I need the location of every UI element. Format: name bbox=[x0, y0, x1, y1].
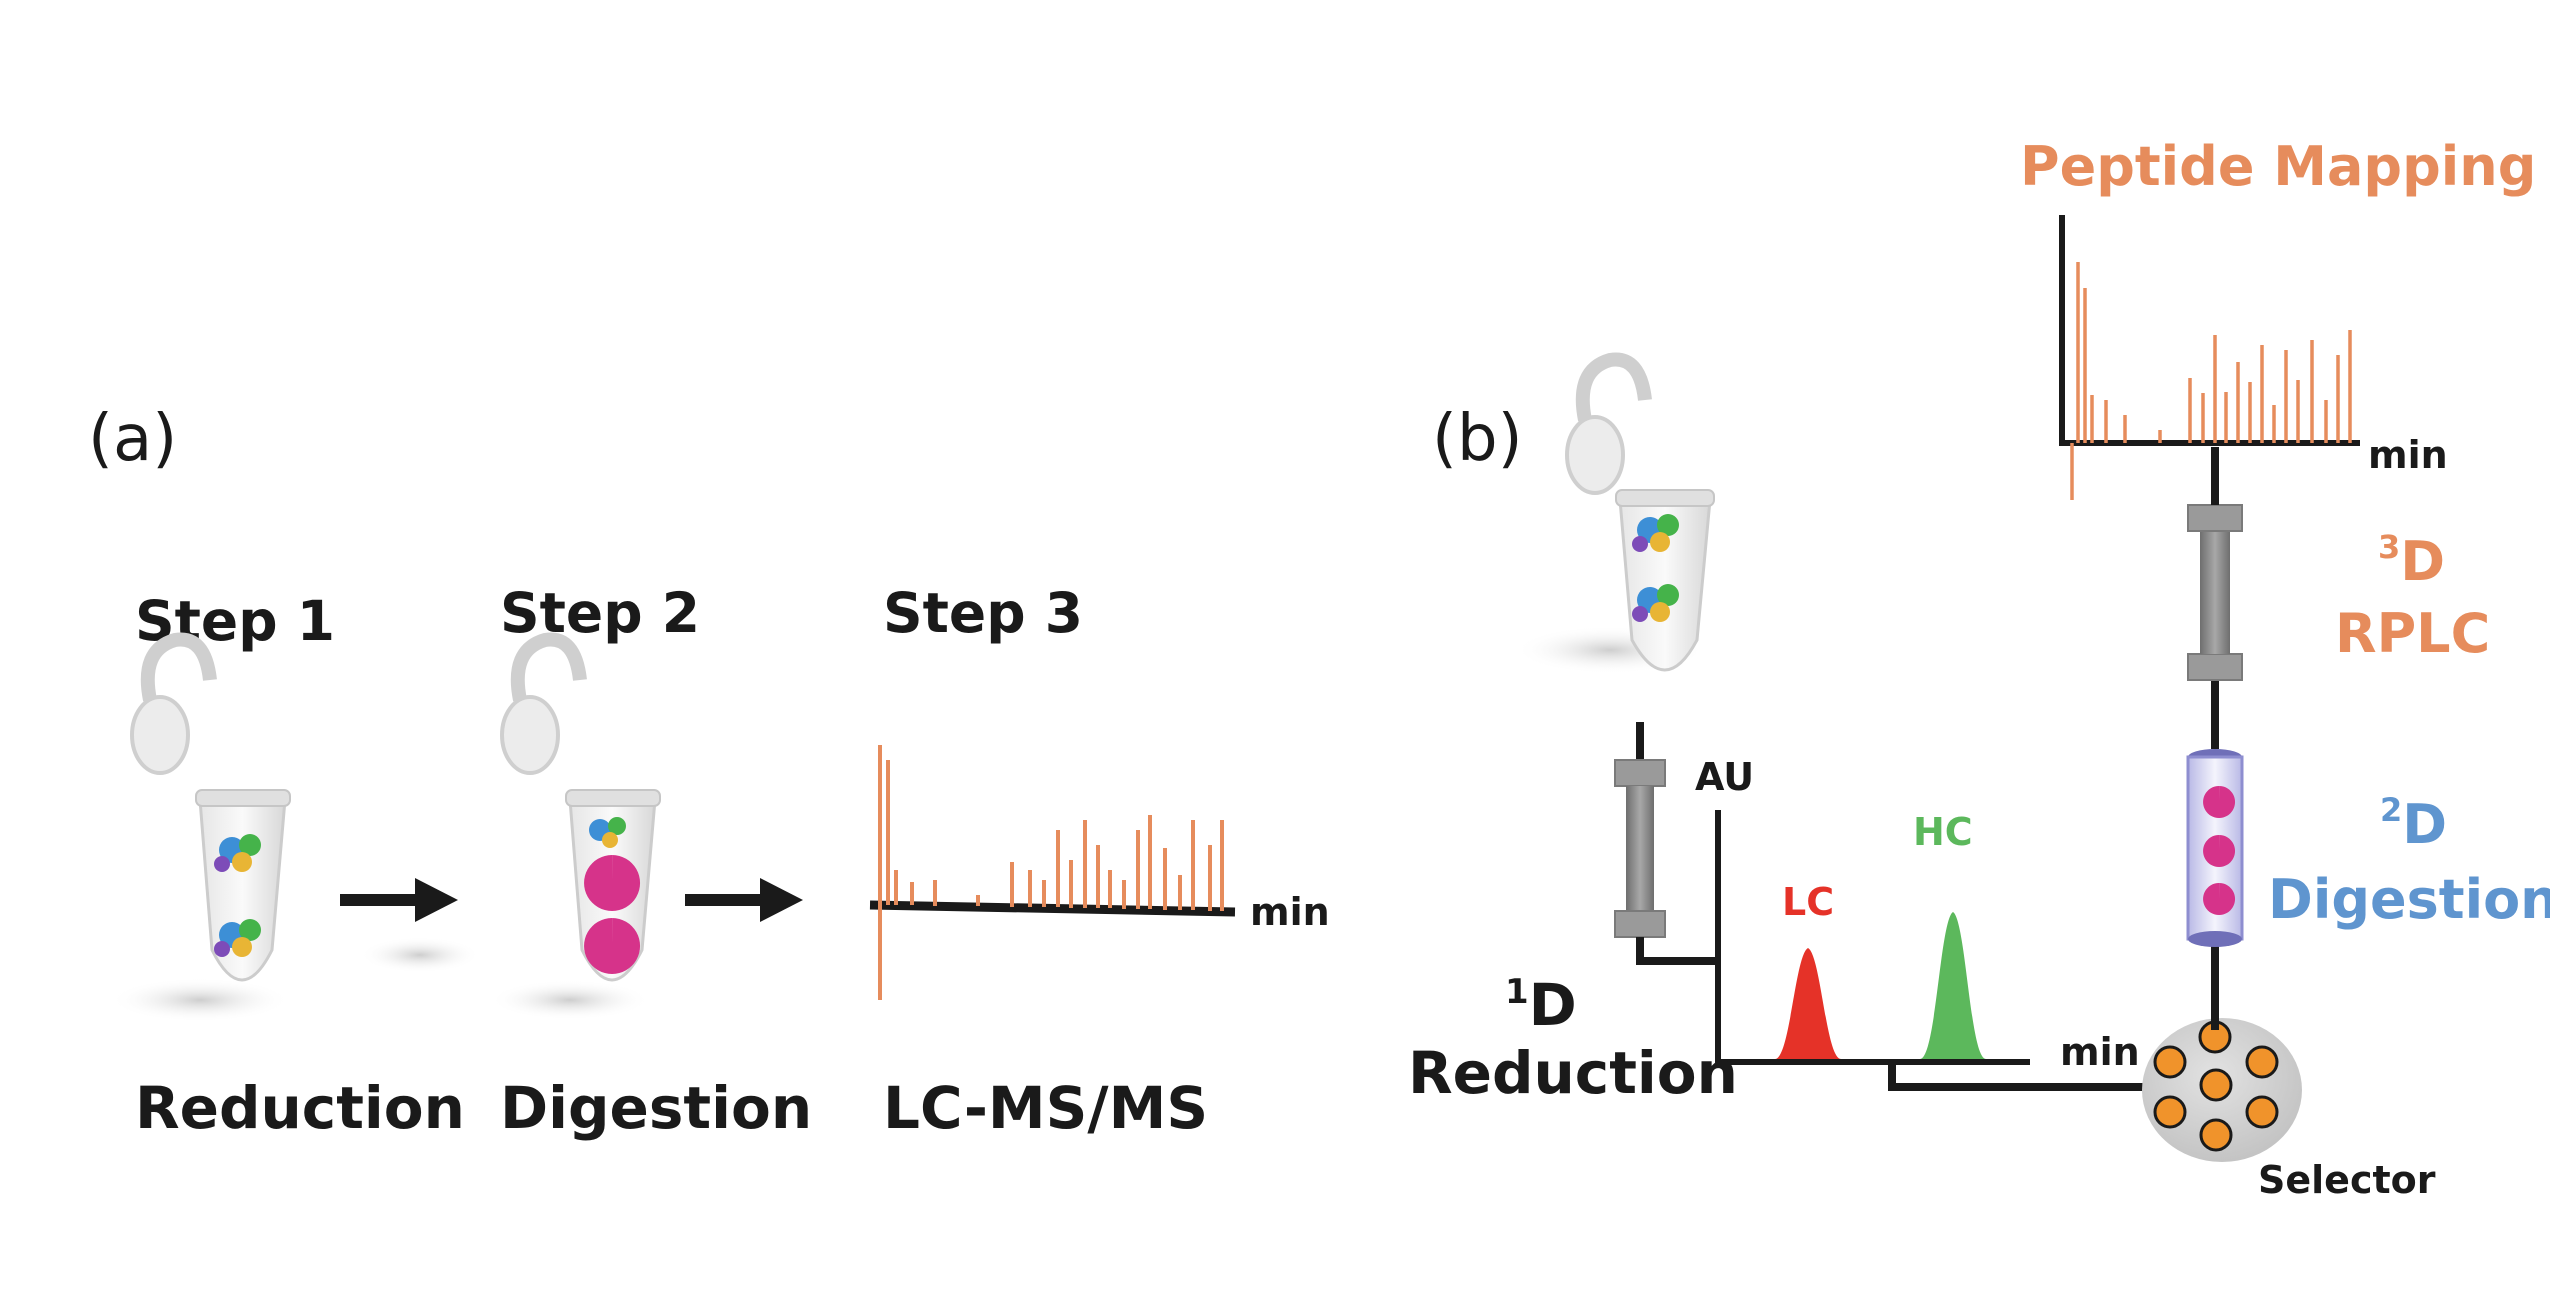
lc-peak bbox=[1775, 948, 1841, 1059]
uv-chromatogram bbox=[1715, 810, 2030, 1065]
tube-icon-panel-b bbox=[1515, 352, 1715, 674]
panel-a-label: (a) bbox=[88, 402, 177, 476]
enzyme-icon bbox=[584, 918, 641, 975]
axis-label-min-bottom: min bbox=[2060, 1030, 2140, 1074]
reduction-column bbox=[1614, 722, 1666, 965]
enzyme-icon bbox=[2203, 835, 2236, 867]
enzyme-icon bbox=[2203, 786, 2236, 818]
enzyme-icon bbox=[584, 855, 641, 911]
chromatogram-step-3 bbox=[869, 745, 1236, 1000]
axis-label-min-top: min bbox=[2368, 433, 2448, 477]
first-d-label: 1D bbox=[1505, 971, 1577, 1039]
lc-label: LC bbox=[1782, 880, 1834, 924]
step-3-title: Step 3 bbox=[883, 581, 1083, 645]
protein-icon bbox=[214, 919, 261, 957]
enzyme-icon bbox=[2203, 883, 2236, 915]
second-d-label: 2D bbox=[2380, 791, 2447, 856]
arrow-icon bbox=[340, 878, 458, 922]
peptide-mapping-title: Peptide Mapping bbox=[2020, 135, 2536, 198]
rplc-column bbox=[2187, 504, 2243, 681]
protein-icon bbox=[214, 834, 261, 872]
third-d-label: 3D bbox=[2378, 528, 2445, 593]
selector-label: Selector bbox=[2258, 1158, 2436, 1202]
panel-b-label: (b) bbox=[1432, 402, 1523, 476]
tube-icon-step-1 bbox=[110, 632, 291, 1022]
step-3-caption: LC-MS/MS bbox=[883, 1074, 1208, 1142]
au-axis-label: AU bbox=[1695, 755, 1754, 799]
peptide-mapping-chromatogram bbox=[2059, 215, 2360, 500]
protein-icon bbox=[1632, 514, 1679, 552]
digestion-column bbox=[2186, 749, 2244, 947]
axis-label-min-a: min bbox=[1250, 890, 1330, 934]
connection-line bbox=[1888, 1062, 2175, 1091]
hc-label: HC bbox=[1913, 810, 1973, 854]
selector-valve bbox=[2142, 1018, 2302, 1162]
protein-icon bbox=[1632, 584, 1679, 622]
third-d-name: RPLC bbox=[2335, 602, 2490, 665]
arrow-icon bbox=[685, 878, 803, 922]
first-d-name: Reduction bbox=[1408, 1039, 1738, 1107]
second-d-name: Digestion bbox=[2268, 868, 2550, 931]
protein-icon bbox=[589, 817, 626, 848]
tube-icon-step-2 bbox=[360, 632, 661, 1020]
step-1-caption: Reduction bbox=[135, 1074, 465, 1142]
hc-peak bbox=[1920, 912, 1986, 1059]
step-2-caption: Digestion bbox=[500, 1074, 812, 1142]
step-2-title: Step 2 bbox=[500, 581, 700, 645]
